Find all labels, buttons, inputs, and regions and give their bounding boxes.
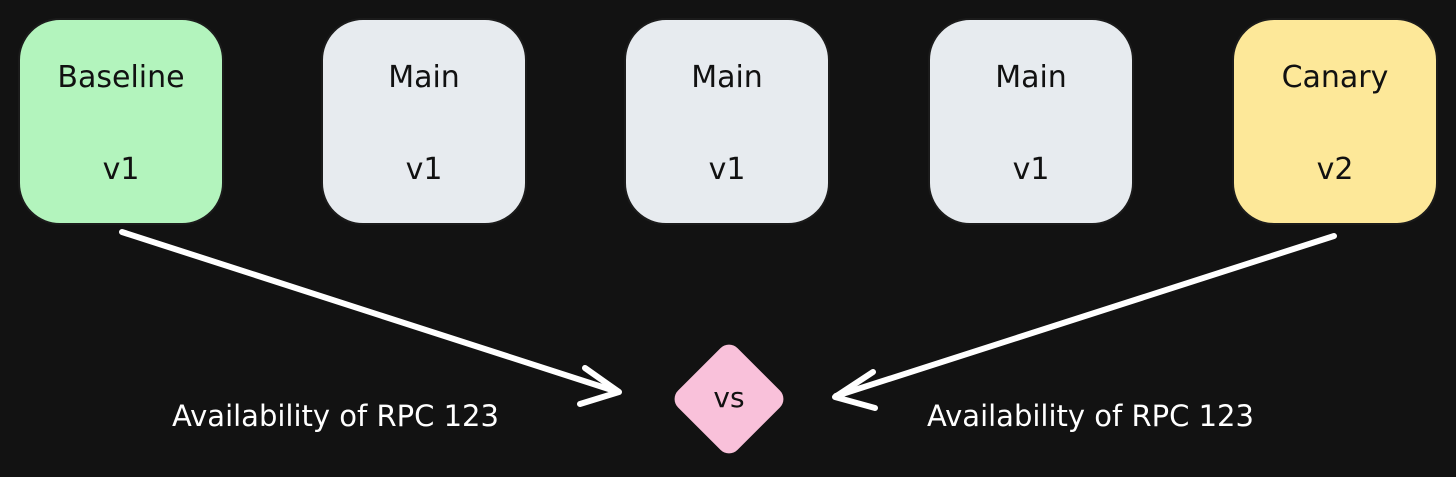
node-baseline: Baseline v1 (18, 18, 224, 225)
arrow-baseline-to-vs (119, 229, 622, 407)
comparison-label: vs (713, 381, 745, 414)
comparison-node: vs (669, 339, 789, 459)
metric-label-right: Availability of RPC 123 (927, 399, 1254, 433)
node-main-3: Main v1 (928, 18, 1134, 225)
node-main-1-version: v1 (405, 152, 443, 187)
node-main-1: Main v1 (321, 18, 527, 225)
node-main-2: Main v1 (624, 18, 830, 225)
node-baseline-version: v1 (102, 152, 140, 187)
arrow-canary-to-vs (832, 233, 1337, 411)
metric-label-left: Availability of RPC 123 (172, 399, 499, 433)
node-main-2-version: v1 (708, 152, 746, 187)
node-baseline-name: Baseline (57, 60, 185, 95)
node-main-3-version: v1 (1012, 152, 1050, 187)
node-main-3-name: Main (995, 60, 1067, 95)
node-main-2-name: Main (691, 60, 763, 95)
node-canary: Canary v2 (1232, 18, 1438, 225)
node-main-1-name: Main (388, 60, 460, 95)
node-canary-name: Canary (1281, 60, 1389, 95)
node-canary-version: v2 (1316, 152, 1354, 187)
